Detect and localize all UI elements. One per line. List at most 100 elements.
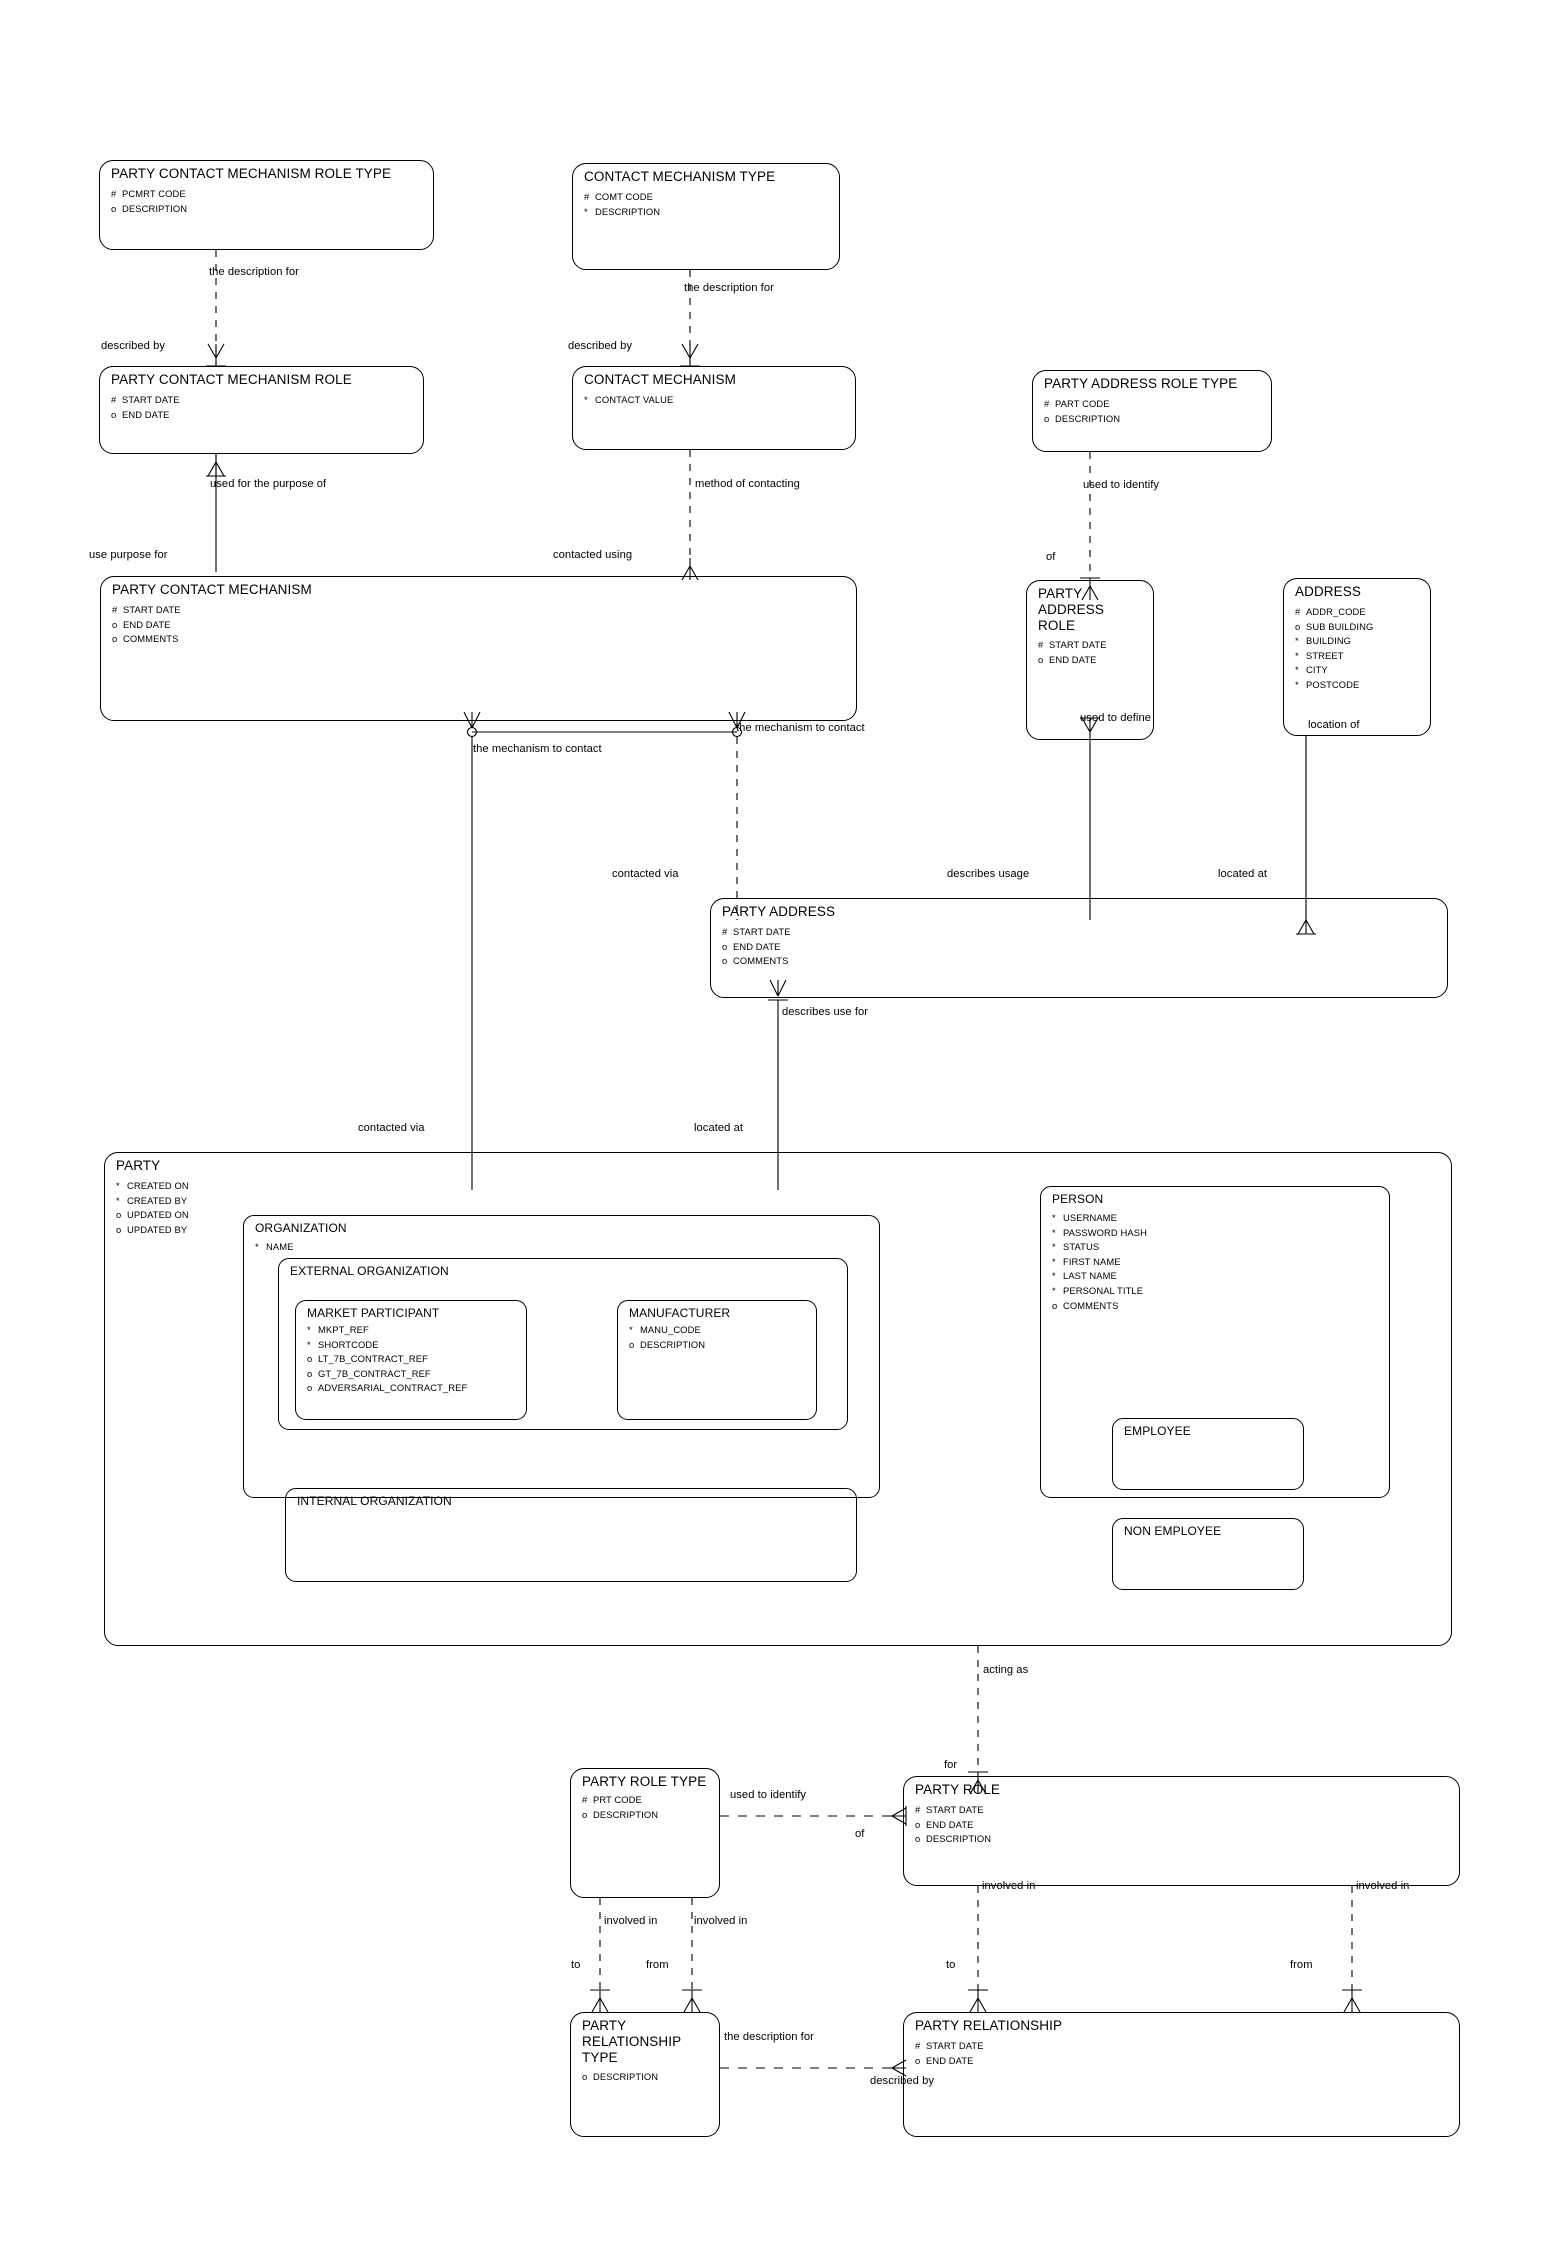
relationship-label-the-mechanism-to-contact-2: the mechanism to contact — [736, 722, 865, 734]
attribute-label: USERNAME — [1063, 1212, 1117, 1223]
attribute-marker: o — [307, 1367, 313, 1379]
attribute-label: PART CODE — [1055, 398, 1110, 409]
attribute-row: o COMMENTS — [722, 954, 791, 969]
attribute-label: UPDATED BY — [127, 1223, 188, 1235]
attribute-label: COMMENTS — [733, 955, 789, 967]
attribute-label: CITY — [1306, 664, 1328, 676]
entity-contact-mechanism[interactable]: CONTACT MECHANISM *CONTACT VALUE — [572, 366, 856, 450]
attribute-label: END DATE — [1049, 653, 1097, 665]
entity-internal-organization[interactable]: INTERNAL ORGANIZATION — [285, 1488, 857, 1582]
attribute-label: END DATE — [123, 618, 171, 630]
attribute-row: *MANU_CODE — [629, 1323, 705, 1338]
attribute-row: *CITY — [1295, 663, 1373, 678]
attribute-marker: # — [111, 394, 117, 405]
attribute-marker: o — [111, 202, 117, 214]
entity-party-contact-mechanism-role-type[interactable]: PARTY CONTACT MECHANISM ROLE TYPE #PCMRT… — [99, 160, 434, 250]
relationship-label-from-2: from — [1290, 1959, 1313, 1971]
attribute-row: #START DATE — [915, 1803, 991, 1818]
attribute-label: DESCRIPTION — [926, 1833, 992, 1845]
entity-person[interactable]: PERSON *USERNAME *PASSWORD HASH *STATUS … — [1040, 1186, 1390, 1498]
entity-title: PARTY RELATIONSHIP — [915, 2018, 1063, 2033]
entity-market-participant[interactable]: MARKET PARTICIPANT *MKPT_REF *SHORTCODE … — [295, 1300, 527, 1420]
attribute-label: CREATED ON — [127, 1180, 189, 1191]
entity-contact-mechanism-type[interactable]: CONTACT MECHANISM TYPE #COMT CODE *DESCR… — [572, 163, 840, 270]
attribute-marker: # — [1038, 639, 1044, 650]
entity-title: CONTACT MECHANISM — [584, 372, 736, 387]
relationship-label-involved-in-4: involved in — [1356, 1880, 1410, 1892]
relationship-label-contacted-via-1: contacted via — [612, 868, 679, 880]
attribute-label: MKPT_REF — [318, 1324, 369, 1335]
attribute-label: CONTACT VALUE — [595, 394, 674, 405]
attribute-label: PASSWORD HASH — [1063, 1226, 1147, 1238]
relationship-label-for: for — [944, 1759, 958, 1771]
attribute-marker: # — [915, 2040, 921, 2051]
attribute-marker: # — [112, 604, 118, 615]
relationship-label-to-1: to — [571, 1959, 581, 1971]
attribute-marker: * — [307, 1338, 311, 1350]
attribute-label: END DATE — [733, 940, 781, 952]
attribute-marker: o — [1052, 1299, 1058, 1311]
attribute-row: *POSTCODE — [1295, 678, 1373, 693]
attribute-label: PRT CODE — [593, 1794, 642, 1805]
attribute-label: DESCRIPTION — [640, 1338, 706, 1350]
attribute-label: START DATE — [123, 604, 181, 615]
relationship-label-location-of: location of — [1308, 719, 1360, 731]
entity-organization[interactable]: ORGANIZATION *NAME — [243, 1215, 880, 1498]
relationship-label-acting-as: acting as — [983, 1664, 1029, 1676]
attribute-row: #PCMRT CODE — [111, 187, 187, 202]
attribute-label: END DATE — [926, 1818, 974, 1830]
entity-employee[interactable]: EMPLOYEE — [1112, 1418, 1304, 1490]
attribute-label: DESCRIPTION — [122, 202, 188, 214]
attribute-marker: o — [722, 955, 728, 967]
attribute-marker: # — [1295, 606, 1301, 617]
relationship-label-of-1: of — [1046, 551, 1056, 563]
relationship-label-from-1: from — [646, 1959, 669, 1971]
attribute-list: #PCMRT CODE o DESCRIPTION — [111, 187, 187, 216]
entity-title: PARTY ADDRESS ROLE TYPE — [1044, 376, 1238, 391]
relationship-label-described-by-1: described by — [101, 340, 166, 352]
entity-non-employee[interactable]: NON EMPLOYEE — [1112, 1518, 1304, 1590]
attribute-label: MANU_CODE — [640, 1324, 701, 1335]
attribute-row: #START DATE — [722, 925, 791, 940]
entity-external-organization[interactable]: EXTERNAL ORGANIZATION — [278, 1258, 848, 1430]
attribute-marker: o — [116, 1223, 122, 1235]
attribute-row: *STATUS — [1052, 1240, 1147, 1255]
entity-title: ADDRESS — [1295, 584, 1361, 599]
attribute-label: STREET — [1306, 649, 1344, 661]
attribute-row: *DESCRIPTION — [584, 205, 660, 220]
entity-title: EMPLOYEE — [1124, 1424, 1191, 1438]
attribute-marker: * — [116, 1180, 120, 1191]
attribute-row: *USERNAME — [1052, 1211, 1147, 1226]
entity-title: CONTACT MECHANISM TYPE — [584, 169, 776, 184]
attribute-row: o UPDATED BY — [116, 1223, 189, 1238]
relationship-label-of-2: of — [855, 1828, 865, 1840]
attribute-label: PCMRT CODE — [122, 188, 186, 199]
entity-party-contact-mechanism-role[interactable]: PARTY CONTACT MECHANISM ROLE #START DATE… — [99, 366, 424, 454]
